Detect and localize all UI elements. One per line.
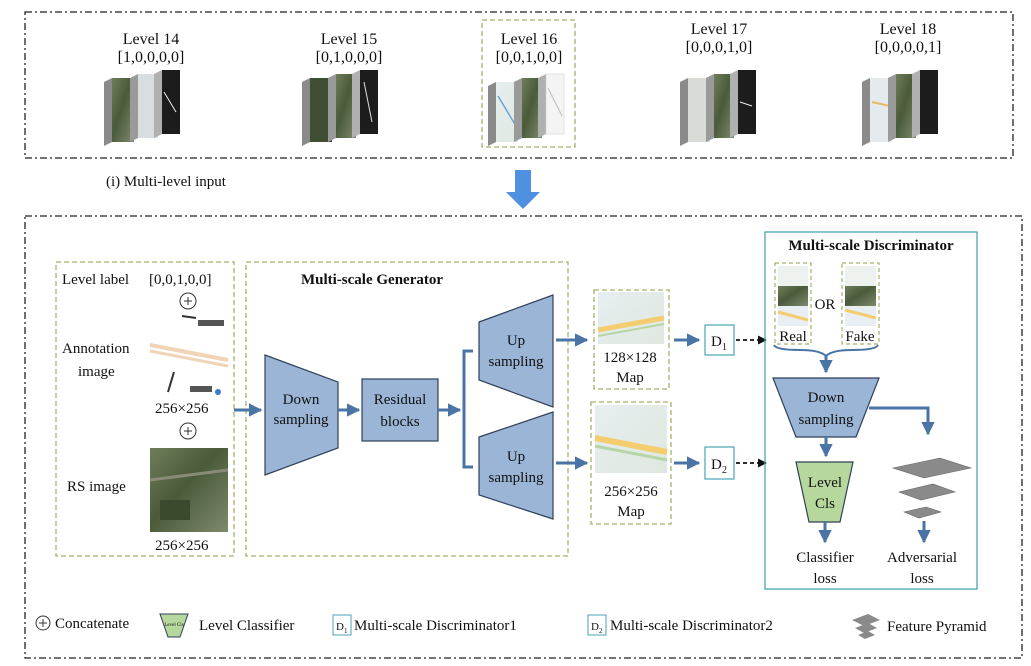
level-16-stack: Level 16 [0,0,1,0,0] [481,19,576,148]
res-line1: Residual [374,392,427,408]
d1-label: D [711,334,722,350]
panel-transition-arrow [506,170,540,209]
up-sampling-block-1 [478,294,554,408]
map1-image [597,292,665,344]
generator-title: Multi-scale Generator [301,272,443,288]
legend-d1-sub: 1 [344,627,348,635]
legend-classifier-icon [159,613,189,638]
up2-line2: sampling [489,470,544,486]
level-14-stack: Level 14 [1,0,0,0,0] [104,31,184,146]
concatenate-icon-2 [179,422,197,440]
legend-d2-label: Multi-scale Discriminator2 [610,618,773,634]
or-label: OR [815,297,836,313]
legend-feature-pyramid: Feature Pyramid [887,619,987,635]
adversarial-loss-line2: loss [910,571,934,587]
fake-label: Fake [845,329,875,345]
classifier-loss-line2: loss [813,571,837,587]
legend-concatenate-icon [35,615,51,631]
map1-label: Map [616,370,644,386]
map1-size: 128×128 [603,350,656,366]
level-16-highlight-box [481,19,576,148]
legend-d1-letter: D [336,621,344,633]
discriminator-panel [764,231,978,590]
multi-level-input-panel [24,11,1014,159]
level-18-stack: Level 18 [0,0,0,0,1] [862,21,941,146]
level-17-stack: Level 17 [0,0,0,1,0] [680,21,756,146]
disc-down-line1: Down [808,390,845,406]
legend-d1-icon [332,614,352,636]
concatenate-icon [179,292,197,310]
legend: Concatenate Level Cls Level Classifier D… [35,613,987,639]
level-17-vector: [0,0,0,1,0] [686,39,753,56]
level-label-value: [0,0,1,0,0] [149,272,212,288]
legend-classifier-icon-text: Level Cls [164,623,183,628]
real-fake-brace [773,344,879,358]
res-line2: blocks [380,414,419,430]
residual-blocks [361,378,439,442]
level-14-title: Level 14 [123,31,179,48]
annotation-image [149,315,229,395]
fake-image [844,266,877,326]
up-sampling-block-2 [478,411,554,520]
level-18-title: Level 18 [880,21,936,38]
legend-concatenate: Concatenate [55,616,129,632]
level-15-stack: Level 15 [0,1,0,0,0] [302,31,382,146]
annotation-size: 256×256 [155,401,209,417]
legend-d2-letter: D [591,621,599,633]
framework-panel [24,215,1023,659]
d2-box [704,446,735,480]
rs-image [149,448,229,532]
d2-subscript: 2 [722,465,727,476]
rs-label: RS image [67,479,126,495]
level-18-vector: [0,0,0,0,1] [875,39,942,56]
up1-line1: Up [507,333,525,349]
legend-level-classifier: Level Classifier [199,618,294,634]
classifier-loss-line1: Classifier [796,550,854,566]
level-16-vector: [0,0,1,0,0] [496,49,563,66]
legend-d2-icon [587,614,607,636]
level-15-title: Level 15 [321,31,377,48]
fake-box [841,262,880,345]
annotation-label-line1: Annotation [62,341,130,357]
disc-down-line2: sampling [799,412,854,428]
legend-d2-sub: 2 [599,627,603,635]
real-label: Real [779,329,807,345]
map2-box [590,401,672,525]
annotation-label-line2: image [78,364,115,380]
map2-label: Map [617,504,645,520]
gen-down-line1: Down [283,392,320,408]
feature-pyramid [891,457,973,519]
real-image [777,266,809,326]
level-14-vector: [1,0,0,0,0] [118,49,185,66]
cls-line1: Level [808,475,842,491]
legend-d1-label: Multi-scale Discriminator1 [354,618,517,634]
cls-line2: Cls [815,496,835,512]
up2-line1: Up [507,449,525,465]
adversarial-loss-line1: Adversarial [887,550,957,566]
disc-down-sampling-block [772,377,880,438]
level-15-vector: [0,1,0,0,0] [316,49,383,66]
branch-up [462,349,473,410]
d1-subscript: 1 [722,342,727,353]
map1-box [593,289,670,390]
legend-feature-pyramid-icon [852,614,880,639]
d2-label: D [711,457,722,473]
map2-size: 256×256 [604,484,658,500]
generator-down-sampling-block [264,354,339,476]
level-17-title: Level 17 [691,21,747,38]
d1-box [704,324,735,356]
discriminator-title: Multi-scale Discriminator [788,238,954,254]
real-box [774,262,812,345]
gen-down-line2: sampling [274,412,329,428]
map2-image [594,405,668,473]
down-to-pyramid-arrow [869,406,935,436]
multi-level-input-caption: (i) Multi-level input [106,174,227,190]
level-classifier-block [795,461,854,523]
level-label-text: Level label [62,272,129,288]
up1-line2: sampling [489,354,544,370]
branch-down [462,410,473,469]
rs-size: 256×256 [155,538,209,554]
level-16-title: Level 16 [501,31,557,48]
